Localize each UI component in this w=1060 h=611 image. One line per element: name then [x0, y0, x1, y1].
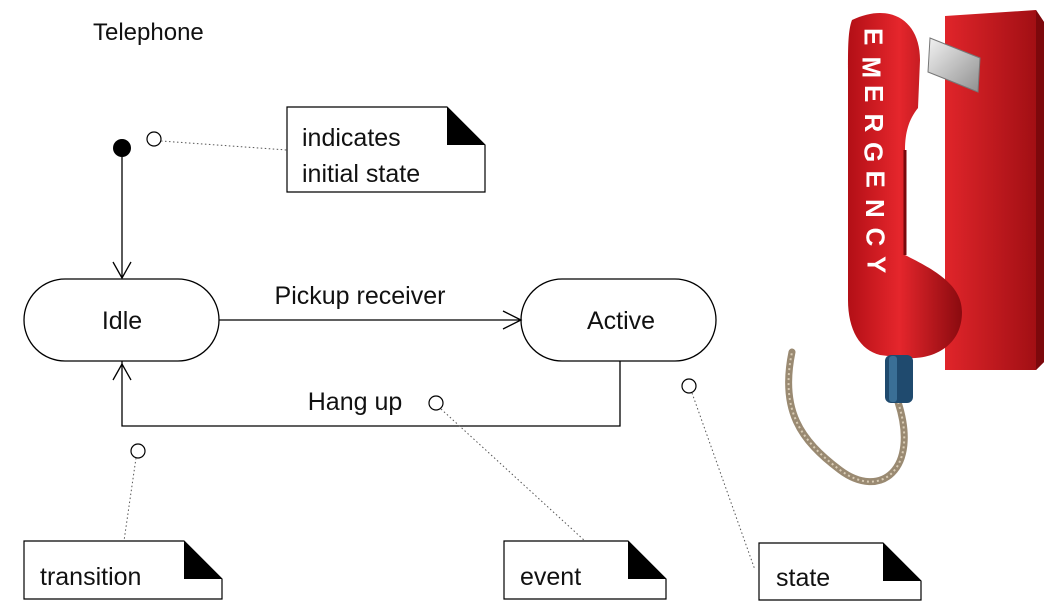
note-event: event: [503, 540, 667, 600]
note-state-label: state: [776, 564, 830, 592]
note-state: state: [758, 542, 922, 601]
state-active: Active: [520, 278, 717, 362]
initial-state-dot: [113, 139, 131, 157]
transition-pickup-arrowhead: [502, 310, 523, 330]
transition-pickup-label: Pickup receiver: [275, 282, 446, 310]
note-initial-line2: initial state: [302, 160, 420, 188]
state-idle-label: Idle: [102, 307, 142, 335]
note-transition-label: transition: [40, 563, 141, 591]
note-anchor-initial: [146, 131, 162, 147]
diagram-title: Telephone: [93, 19, 204, 46]
note-connector-initial: [160, 140, 288, 151]
note-connector-state: [691, 392, 756, 571]
note-initial-line1: indicates: [302, 124, 401, 152]
note-connector-event: [440, 408, 586, 542]
note-event-label: event: [520, 563, 581, 591]
state-idle: Idle: [23, 278, 220, 362]
note-transition: transition: [23, 540, 223, 600]
transition-hangup-line: [121, 361, 621, 427]
initial-transition-arrowhead: [112, 261, 132, 280]
phone-hook-switch: [927, 37, 981, 93]
note-initial-state: indicates initial state: [286, 106, 486, 193]
transition-hangup-arrowhead: [112, 362, 132, 381]
phone-wall-box: [945, 10, 1044, 370]
note-anchor-state: [681, 378, 697, 394]
note-anchor-transition: [130, 443, 146, 459]
note-connector-transition: [123, 457, 137, 542]
transition-hangup-label: Hang up: [308, 388, 403, 416]
state-active-label: Active: [587, 307, 655, 335]
note-anchor-event: [428, 395, 444, 411]
